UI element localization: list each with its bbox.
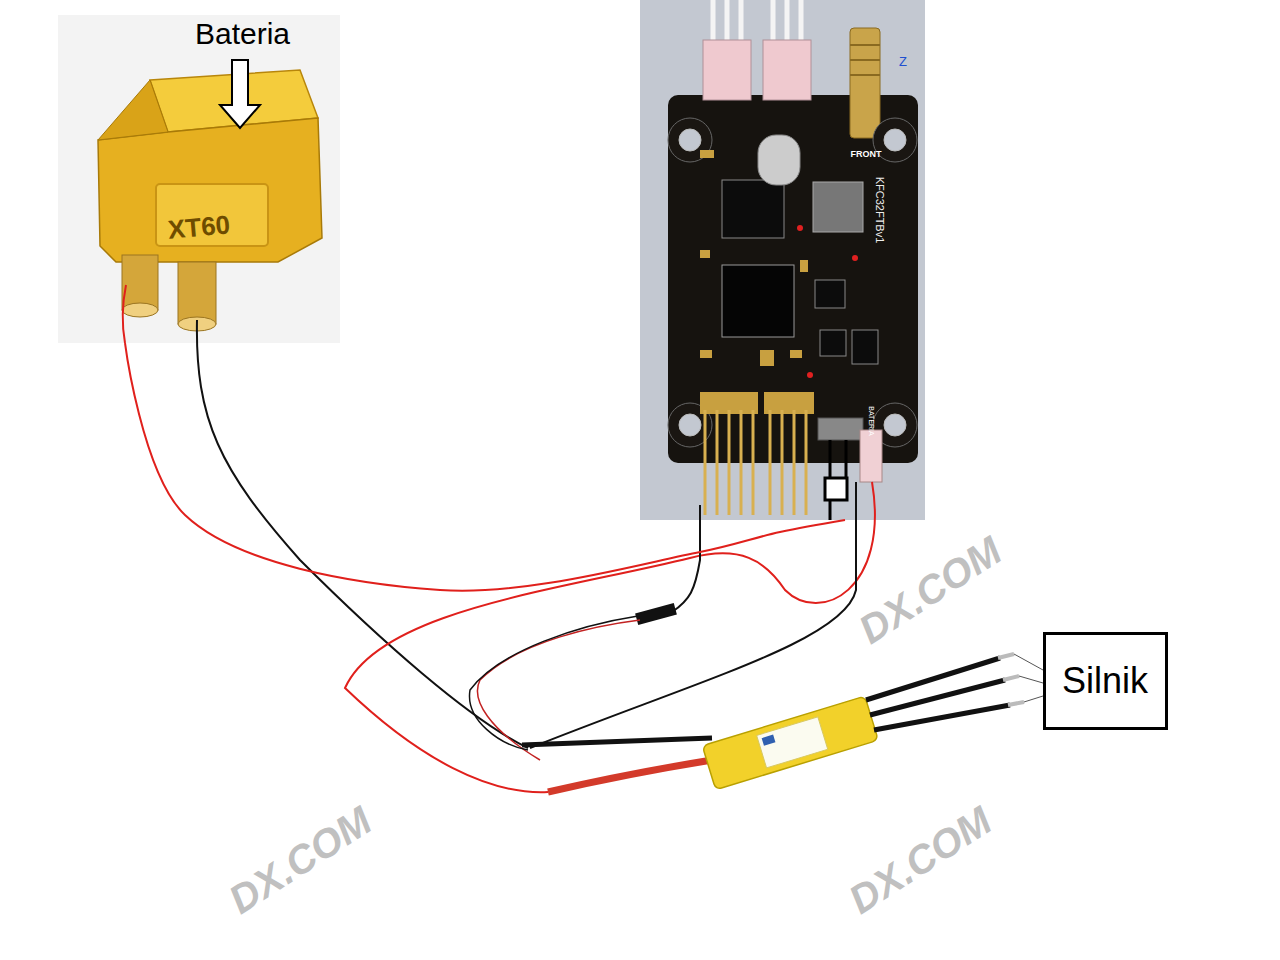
pin [769, 410, 772, 515]
servo-lead [470, 616, 638, 750]
battery-plug [860, 430, 882, 482]
chip [852, 330, 878, 364]
leader-line [1014, 654, 1043, 670]
header-pin [725, 0, 730, 42]
signal-wire [672, 505, 700, 612]
header-pin [711, 0, 716, 42]
pin-header [763, 40, 811, 100]
battery-connector: BateriaXT60 [58, 15, 340, 343]
pin [716, 410, 719, 515]
part-label: Silnik [1062, 660, 1148, 701]
header-pin [799, 0, 804, 42]
watermark: DX.COM [841, 798, 999, 922]
motor-box: Silnik [1043, 632, 1168, 730]
chip [820, 330, 846, 356]
chip [813, 182, 863, 232]
motor-wire [866, 658, 1000, 700]
pad [700, 150, 714, 158]
antenna-rib [850, 44, 880, 46]
chip [722, 180, 784, 238]
header-pin [785, 0, 790, 42]
antenna-connector [850, 28, 880, 138]
axis-label: Z [899, 55, 907, 69]
wire-tip [998, 654, 1014, 658]
esc [702, 696, 878, 790]
photo-ground [58, 15, 340, 343]
pin [781, 410, 784, 515]
led [807, 372, 813, 378]
pin [704, 410, 707, 515]
watermark: DX.COM [851, 528, 1009, 652]
led [797, 225, 803, 231]
render-ground [640, 0, 925, 520]
pad [790, 350, 802, 358]
connector-bevel [98, 80, 168, 140]
esc-logo [762, 735, 776, 746]
servo-plug [635, 603, 677, 625]
wire-tip [1003, 676, 1019, 680]
leader-line [1019, 676, 1043, 683]
header-pin [771, 0, 776, 42]
connector-pin [122, 255, 158, 310]
wire-connector [125, 343, 845, 591]
chip [815, 280, 845, 308]
watermark: DX.COM [221, 798, 379, 922]
pin-header [703, 40, 751, 100]
pin-header [818, 418, 863, 440]
black-wire [845, 440, 848, 478]
pad [760, 350, 774, 366]
leader-line [1024, 696, 1043, 702]
pin [805, 410, 808, 515]
pad [800, 260, 808, 272]
led [852, 255, 858, 261]
esc-power-lead [522, 738, 712, 745]
antenna-rib [850, 59, 880, 61]
pad [700, 250, 710, 258]
crystal [758, 135, 800, 185]
motor-wire [874, 705, 1010, 730]
flight-controller: KFC32FTBv1 [640, 0, 925, 520]
pin [752, 410, 755, 515]
connector-pin-end [122, 303, 158, 317]
pad [700, 350, 712, 358]
pcb [668, 95, 918, 463]
plug-outline [825, 478, 847, 500]
esc-power-lead [548, 760, 712, 792]
connector-pin [178, 262, 216, 324]
board-marking: KFC32FTBv1 [874, 177, 887, 244]
silkscreen-text: FRONT [851, 150, 882, 160]
pin [728, 410, 731, 515]
pointer-arrow [220, 60, 260, 128]
pin [740, 410, 743, 515]
connector-emboss [156, 184, 268, 246]
mount-hole [679, 414, 701, 436]
chip [722, 265, 794, 337]
mount-hole [884, 129, 906, 151]
esc-body [702, 696, 878, 790]
servo-pins [705, 410, 806, 515]
connector-marking: XT60 [167, 210, 232, 245]
antenna-rib [850, 74, 880, 76]
wire-tip [1008, 702, 1024, 705]
esc-sticker [757, 717, 828, 768]
pin [793, 410, 796, 515]
mount-hole [679, 129, 701, 151]
part-label: Bateria [195, 17, 290, 52]
black-wire [530, 482, 856, 748]
servo-lead [478, 620, 641, 760]
silkscreen-text: BATERIA [867, 406, 875, 435]
header-pin [739, 0, 744, 42]
connector-body [98, 118, 322, 262]
mount-hole [884, 414, 906, 436]
red-wire [123, 285, 126, 343]
